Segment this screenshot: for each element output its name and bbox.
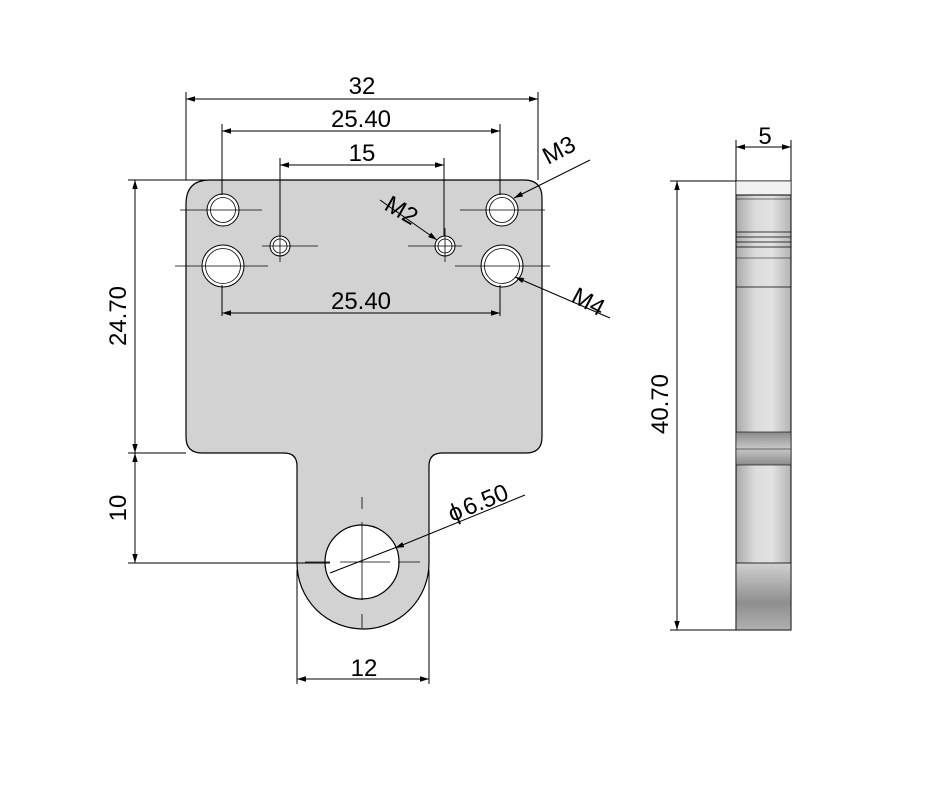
extension-lines xyxy=(128,92,539,684)
dim-overall-height: 40.70 xyxy=(647,374,674,434)
dim-overall-width: 32 xyxy=(349,73,376,100)
dimension-lines xyxy=(132,96,611,682)
dim-inner-hole-spacing: 15 xyxy=(349,140,376,167)
dim-thickness: 5 xyxy=(758,123,771,150)
side-profile xyxy=(735,180,792,631)
side-view: 5 40.70 xyxy=(647,123,792,631)
label-m3: M3 xyxy=(538,131,580,170)
dim-tab-length: 10 xyxy=(105,495,132,522)
dim-tab-width: 12 xyxy=(351,655,378,682)
side-dimension-lines xyxy=(670,140,792,631)
dim-big-hole-value: 6.50 xyxy=(459,479,512,522)
dim-plate-height: 24.70 xyxy=(105,286,132,346)
center-lines xyxy=(175,209,550,628)
dim-outer-hole-spacing-bottom: 25.40 xyxy=(331,288,391,315)
dim-big-hole: ϕ 6.50 xyxy=(444,479,512,528)
label-m4: M4 xyxy=(567,282,609,321)
bracket-outline xyxy=(185,179,543,630)
dim-outer-hole-spacing-top: 25.40 xyxy=(331,106,391,133)
front-view: 32 25.40 15 25.40 24.70 10 12 ϕ 6.50 M3 … xyxy=(105,73,611,684)
